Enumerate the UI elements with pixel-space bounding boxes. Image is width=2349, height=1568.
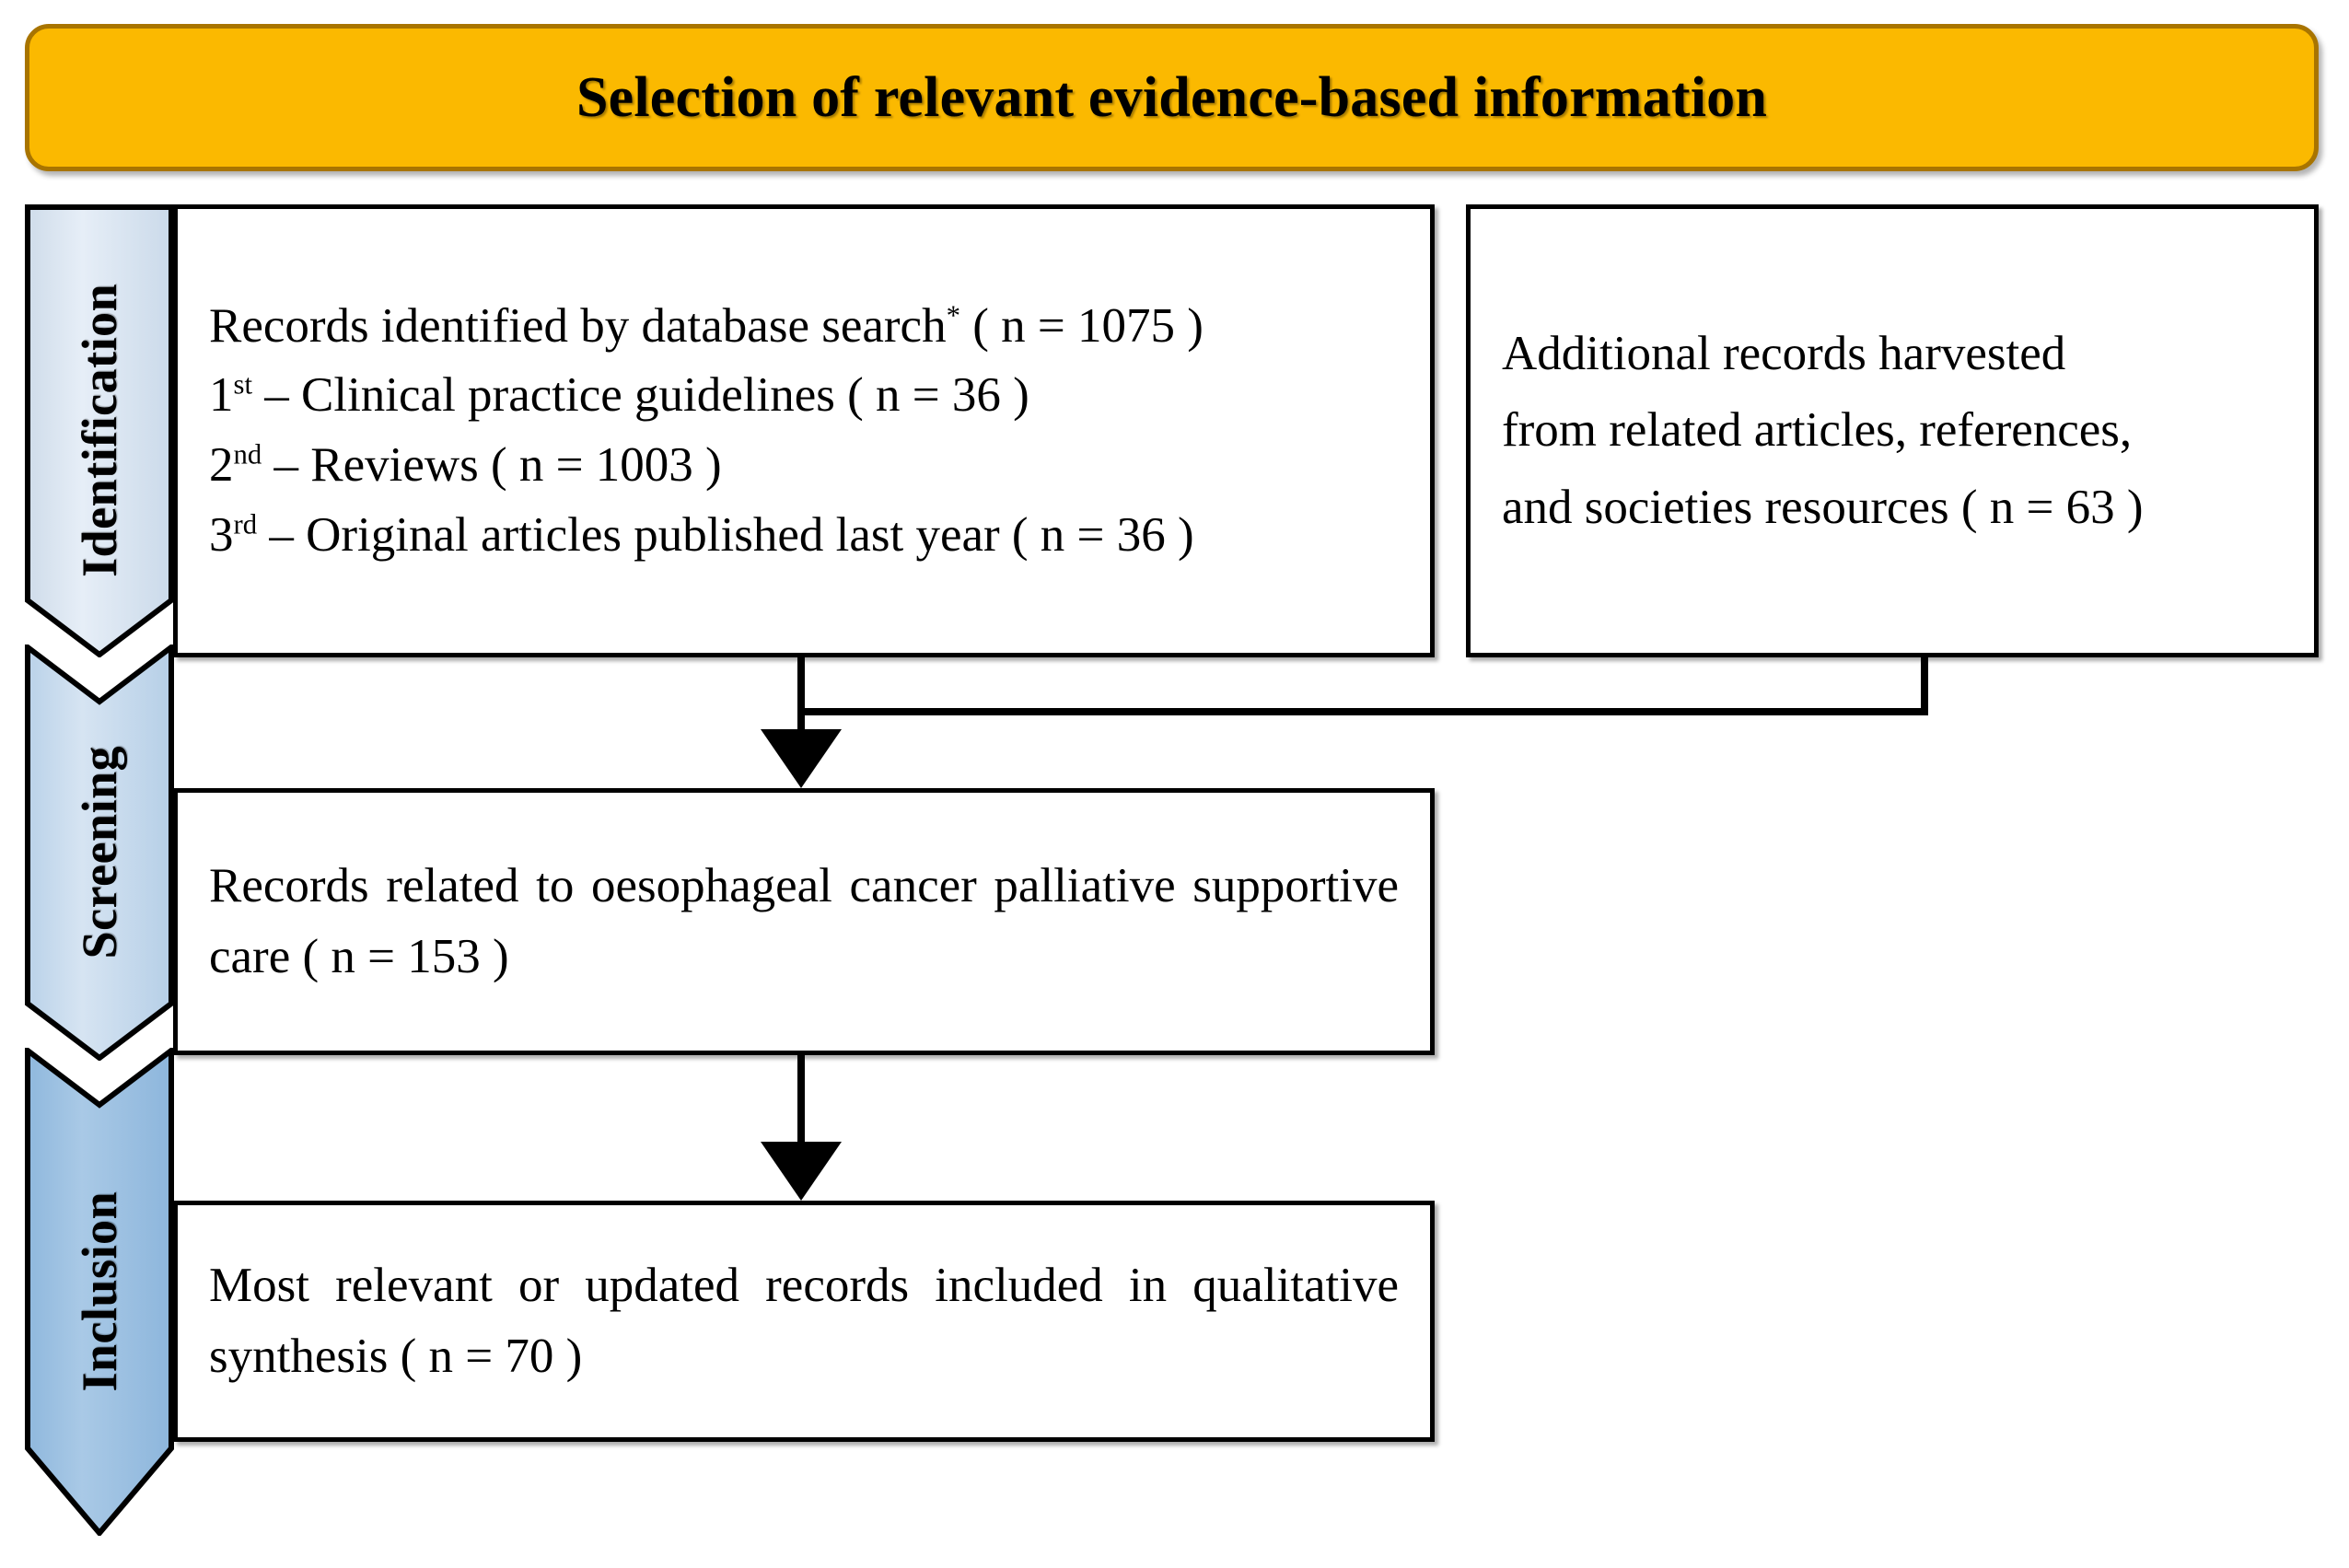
stage-identification: Identification [25,204,174,657]
arrowhead-to-screening [761,729,842,788]
inclusion-text: Most relevant or updated records include… [209,1259,1399,1383]
additional-records-line-3: and societies resources ( n = 63 ) [1502,480,2144,534]
box-additional-records: Additional records harvested from relate… [1466,204,2319,657]
additional-records-line-2: from related articles, references, [1502,403,2133,458]
stage-identification-label: Identification [72,284,127,578]
stage-identification-shape [25,204,174,657]
box-screening-records: Records related to oesophageal cancer pa… [173,788,1435,1055]
records-line-reviews: 2nd – Reviews ( n = 1003 ) [209,438,722,492]
box-records-identified: Records identified by database search* (… [173,204,1435,657]
records-line-database-search: Records identified by database search* (… [209,298,1204,353]
stage-screening-label: Screening [72,746,127,959]
page-title: Selection of relevant evidence-based inf… [576,65,1768,129]
footnote-asterisk: * [946,299,960,331]
stage-inclusion-shape [25,1048,174,1536]
stage-screening: Screening [25,645,174,1061]
screening-text: Records related to oesophageal cancer pa… [209,859,1399,983]
records-line-original-articles: 3rd – Original articles published last y… [209,507,1194,562]
arrowhead-to-inclusion [761,1142,842,1201]
stage-inclusion: Inclusion [25,1048,174,1536]
records-line-guidelines: 1st – Clinical practice guidelines ( n =… [209,368,1029,423]
box-inclusion-records: Most relevant or updated records include… [173,1201,1435,1442]
diagram-title-banner: Selection of relevant evidence-based inf… [25,24,2319,171]
additional-records-line-1: Additional records harvested [1502,326,2066,380]
stage-screening-shape [25,645,174,1061]
stage-inclusion-label: Inclusion [72,1191,127,1392]
